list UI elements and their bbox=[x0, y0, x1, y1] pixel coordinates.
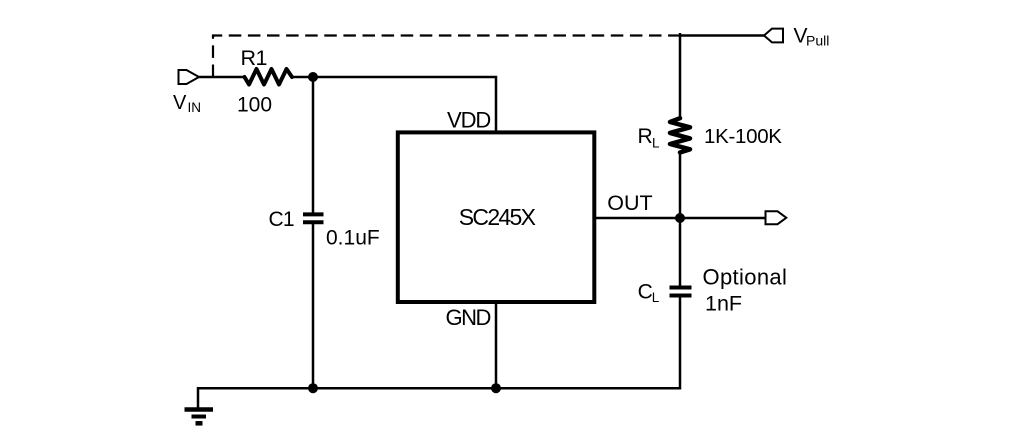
svg-text:VDD: VDD bbox=[447, 108, 490, 133]
svg-text:V: V bbox=[794, 24, 808, 47]
svg-text:L: L bbox=[652, 290, 660, 305]
svg-text:0.1uF: 0.1uF bbox=[326, 226, 380, 249]
svg-text:C: C bbox=[638, 280, 653, 303]
svg-text:C1: C1 bbox=[269, 208, 294, 231]
svg-text:IN: IN bbox=[188, 100, 202, 115]
svg-text:1nF: 1nF bbox=[705, 292, 742, 316]
svg-text:1K-100K: 1K-100K bbox=[704, 125, 782, 148]
svg-text:Optional: Optional bbox=[703, 264, 788, 289]
svg-text:SC245X: SC245X bbox=[459, 204, 536, 230]
svg-text:Pull: Pull bbox=[806, 33, 829, 49]
svg-text:OUT: OUT bbox=[607, 191, 652, 215]
svg-text:L: L bbox=[652, 136, 660, 151]
svg-text:GND: GND bbox=[446, 305, 491, 330]
svg-text:100: 100 bbox=[237, 93, 272, 116]
svg-text:V: V bbox=[173, 92, 187, 114]
svg-text:R: R bbox=[638, 125, 653, 148]
svg-text:R1: R1 bbox=[241, 46, 267, 70]
